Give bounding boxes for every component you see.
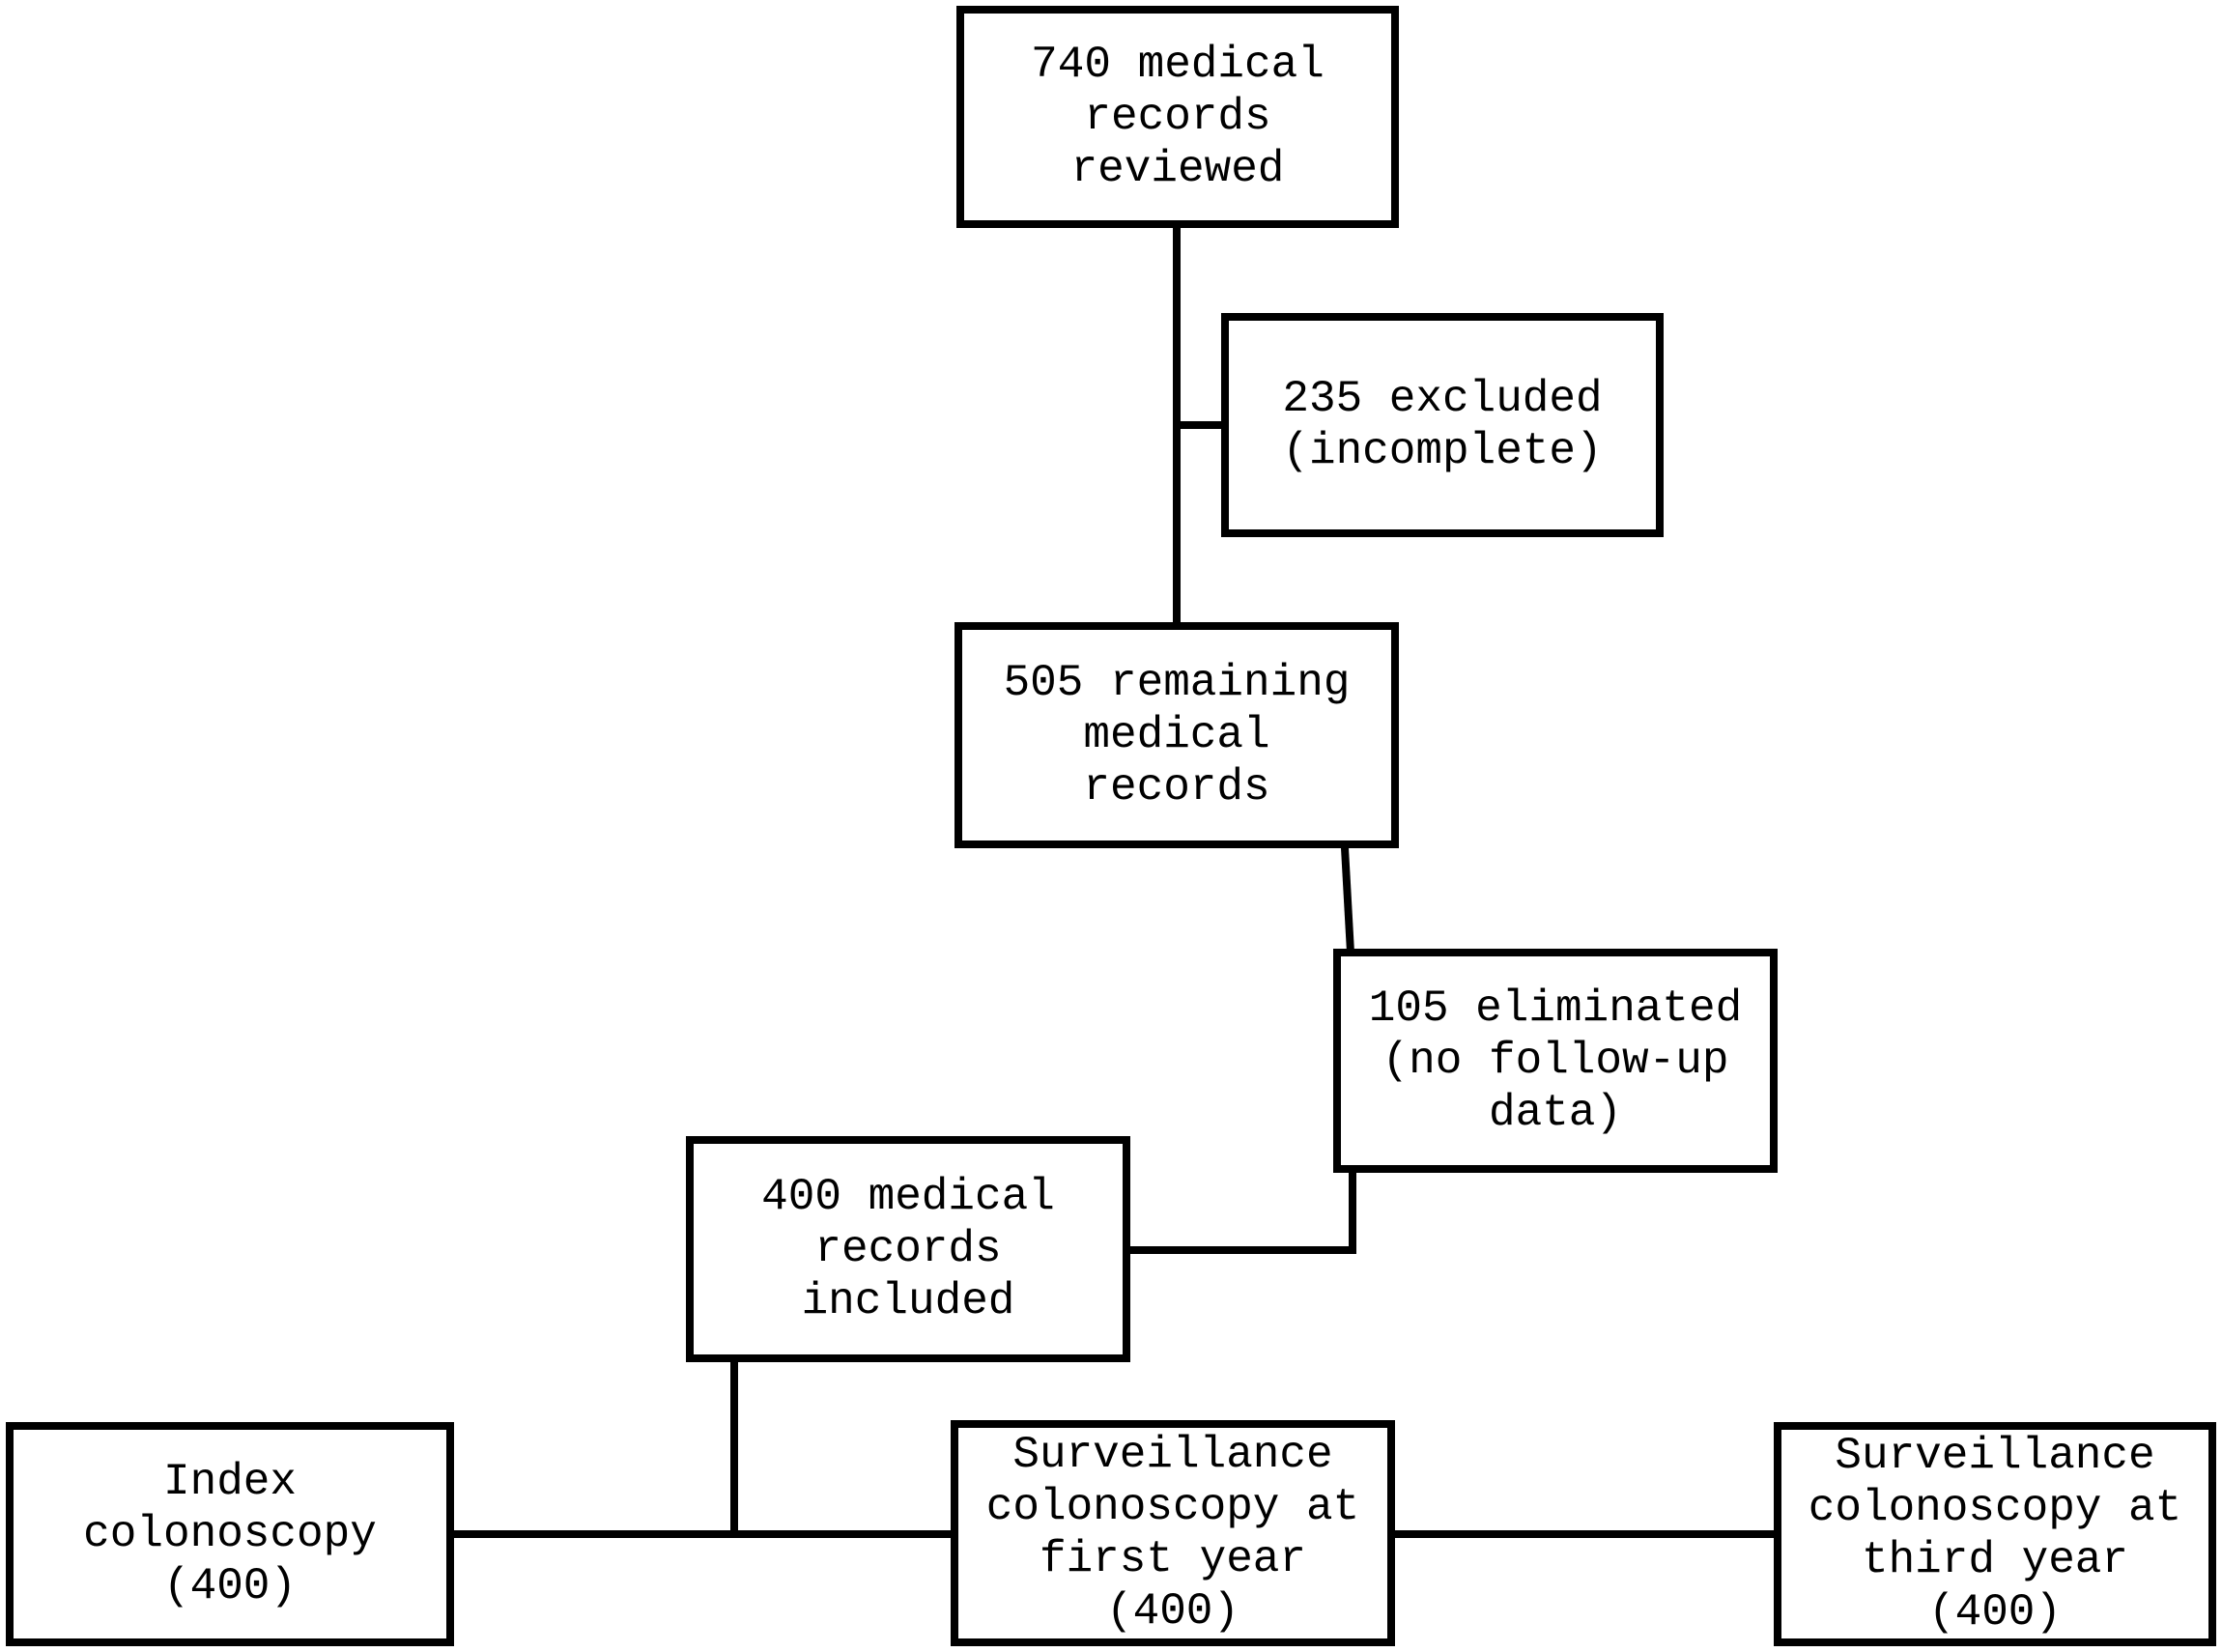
included-records-label: 400 medical records included <box>761 1172 1055 1326</box>
excluded-box: 235 excluded (incomplete) <box>1221 313 1664 537</box>
remaining-records-label: 505 remaining medical records <box>1003 658 1351 812</box>
excluded-label: 235 excluded (incomplete) <box>1282 374 1603 476</box>
surveillance-third-year-box: Surveillance colonoscopy at third year (… <box>1774 1422 2216 1646</box>
records-reviewed-label: 740 medical records reviewed <box>1031 40 1325 194</box>
eliminated-box: 105 eliminated (no follow-up data) <box>1333 949 1778 1173</box>
index-colonoscopy-box: Index colonoscopy (400) <box>6 1422 454 1646</box>
index-colonoscopy-label: Index colonoscopy (400) <box>83 1457 377 1611</box>
connector-remaining-to-eliminated <box>1340 843 1355 957</box>
remaining-records-box: 505 remaining medical records <box>954 622 1399 848</box>
records-reviewed-box: 740 medical records reviewed <box>956 6 1399 228</box>
surveillance-first-year-label: Surveillance colonoscopy at first year (… <box>985 1430 1360 1637</box>
included-records-box: 400 medical records included <box>686 1136 1130 1362</box>
surveillance-third-year-label: Surveillance colonoscopy at third year (… <box>1808 1431 2182 1638</box>
eliminated-label: 105 eliminated (no follow-up data) <box>1368 983 1743 1138</box>
surveillance-first-year-box: Surveillance colonoscopy at first year (… <box>951 1420 1395 1646</box>
